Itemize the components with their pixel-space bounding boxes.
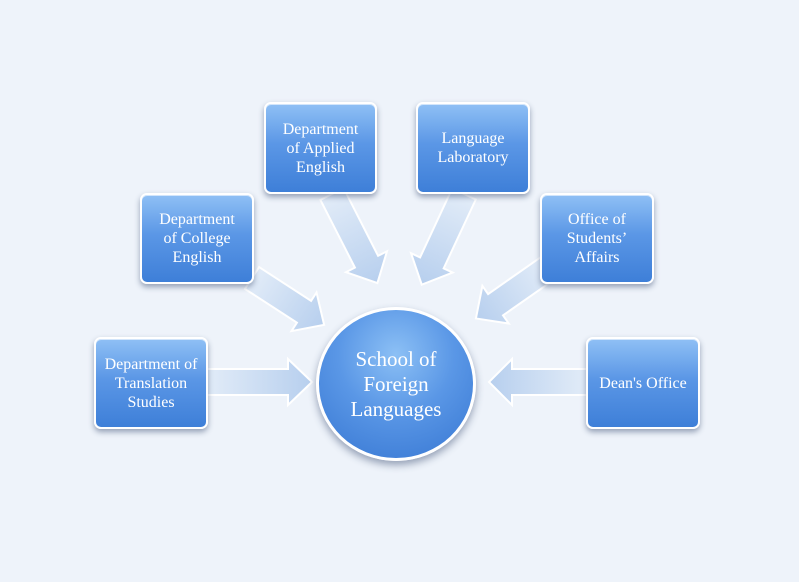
unit-label: Language Laboratory	[437, 130, 509, 166]
unit-deans-office: Dean's Office	[586, 337, 700, 429]
unit-label: Department of Applied English	[282, 120, 359, 176]
arrow-deans-office	[487, 356, 588, 408]
unit-label: Department of Translation Studies	[104, 355, 198, 411]
unit-college-english: Department of College English	[140, 193, 254, 284]
arrow-language-lab	[409, 187, 478, 286]
hub-label: School of Foreign Languages	[350, 346, 442, 421]
unit-translation-studies: Department of Translation Studies	[94, 337, 208, 429]
unit-label: Department of College English	[159, 211, 235, 266]
unit-language-laboratory: Language Laboratory	[416, 102, 530, 194]
unit-students-affairs: Office of Students’ Affairs	[540, 193, 654, 284]
arrow-applied-english	[319, 186, 389, 285]
unit-label: Dean's Office	[599, 374, 687, 392]
arrow-translation	[205, 356, 314, 408]
unit-applied-english: Department of Applied English	[264, 102, 377, 194]
arrow-college-english	[243, 265, 326, 333]
hub-school-of-foreign-languages: School of Foreign Languages	[316, 307, 476, 461]
unit-label: Office of Students’ Affairs	[566, 211, 628, 266]
